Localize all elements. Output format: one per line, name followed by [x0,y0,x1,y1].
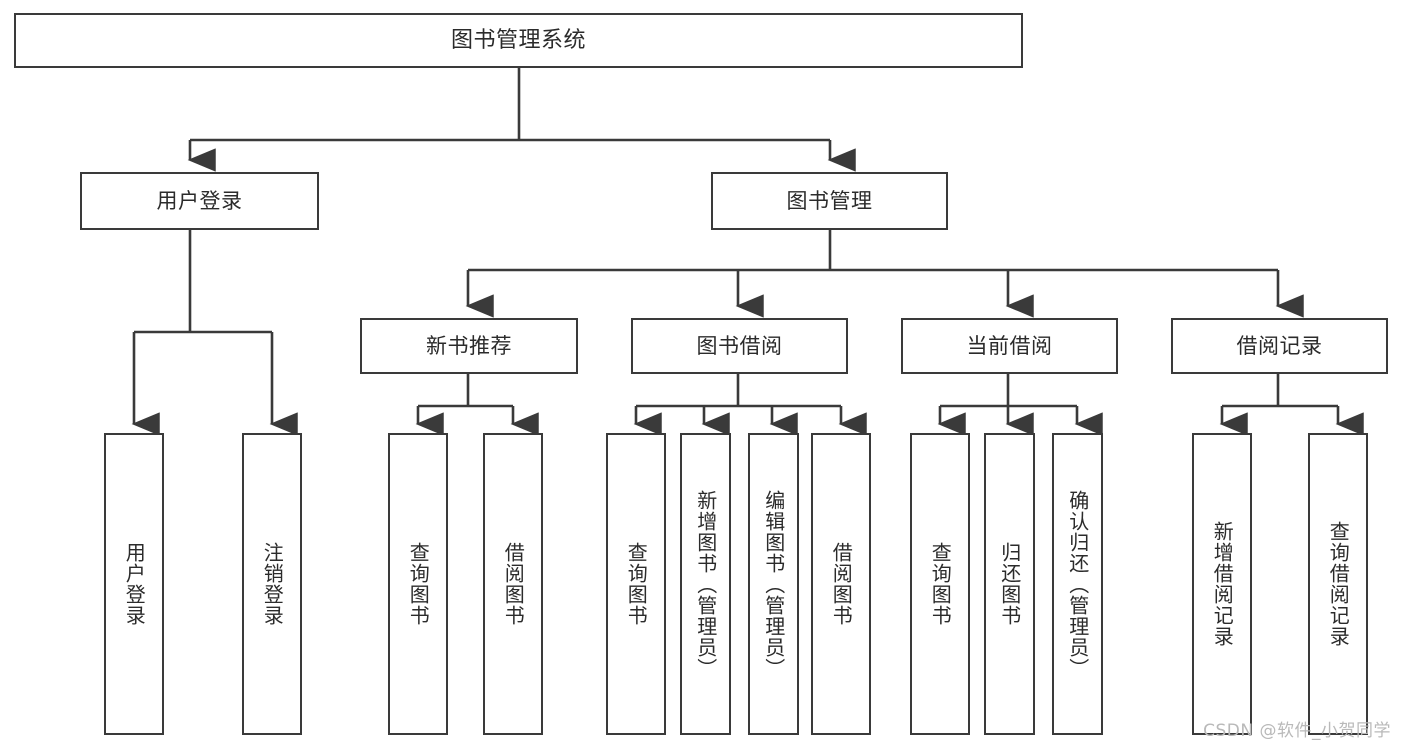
leaf-logout[interactable]: 注销登录 [242,433,302,735]
node-root-label: 图书管理系统 [450,27,586,53]
leaf-query-book-current[interactable]: 查询图书 [910,433,970,735]
node-user-login-label: 用户登录 [156,188,243,213]
leaf-query-borrow-record-label: 查询借阅记录 [1326,521,1351,647]
node-borrow-record-label: 借阅记录 [1236,333,1323,358]
node-book-management-label: 图书管理 [786,188,873,213]
leaf-borrow-book-newbook[interactable]: 借阅图书 [483,433,543,735]
leaf-edit-book-admin[interactable]: 编辑图书（管理员） [748,433,799,735]
node-current-borrow[interactable]: 当前借阅 [901,318,1118,374]
node-current-borrow-label: 当前借阅 [966,333,1053,358]
node-borrow-record[interactable]: 借阅记录 [1171,318,1388,374]
leaf-add-borrow-record[interactable]: 新增借阅记录 [1192,433,1252,735]
leaf-confirm-return-admin-label: 确认归还（管理员） [1065,489,1090,679]
leaf-query-book-current-label: 查询图书 [928,542,953,626]
leaf-add-borrow-record-label: 新增借阅记录 [1210,521,1235,647]
leaf-query-book-borrow[interactable]: 查询图书 [606,433,666,735]
leaf-logout-label: 注销登录 [260,542,285,626]
node-user-login[interactable]: 用户登录 [80,172,319,230]
node-root[interactable]: 图书管理系统 [14,13,1023,68]
leaf-return-book-label: 归还图书 [997,542,1022,626]
node-new-book-recommend-label: 新书推荐 [426,333,512,358]
leaf-borrow-book-newbook-label: 借阅图书 [501,542,526,626]
leaf-borrow-book-borrow[interactable]: 借阅图书 [811,433,871,735]
node-book-borrow-label: 图书借阅 [696,333,783,358]
leaf-query-book-borrow-label: 查询图书 [624,542,649,626]
leaf-return-book[interactable]: 归还图书 [984,433,1035,735]
leaf-add-book-admin[interactable]: 新增图书（管理员） [680,433,731,735]
leaf-query-book-newbook[interactable]: 查询图书 [388,433,448,735]
node-book-management[interactable]: 图书管理 [711,172,948,230]
leaf-query-book-newbook-label: 查询图书 [406,542,431,626]
leaf-user-login[interactable]: 用户登录 [104,433,164,735]
leaf-borrow-book-borrow-label: 借阅图书 [829,542,854,626]
leaf-add-book-admin-label: 新增图书（管理员） [693,489,718,679]
leaf-query-borrow-record[interactable]: 查询借阅记录 [1308,433,1368,735]
node-new-book-recommend[interactable]: 新书推荐 [360,318,578,374]
watermark: CSDN @软件_小贺同学 [1203,721,1391,741]
leaf-confirm-return-admin[interactable]: 确认归还（管理员） [1052,433,1103,735]
leaf-edit-book-admin-label: 编辑图书（管理员） [761,489,786,679]
node-book-borrow[interactable]: 图书借阅 [631,318,848,374]
leaf-user-login-label: 用户登录 [122,542,147,626]
